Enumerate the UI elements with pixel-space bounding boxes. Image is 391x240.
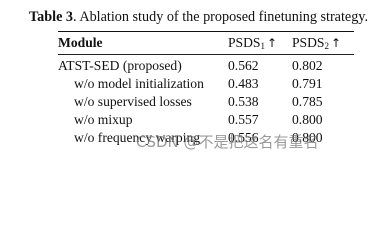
row-psds1: 0.562 <box>228 58 259 73</box>
table-row: w/o mixup 0.557 0.800 <box>58 111 354 129</box>
row-psds2: 0.785 <box>292 94 323 109</box>
row-psds2: 0.800 <box>292 130 323 145</box>
header-psds1-label: PSDS <box>228 35 261 50</box>
header-psds1-sub: 1 <box>260 41 266 51</box>
row-psds1: 0.538 <box>228 94 259 109</box>
up-arrow-icon: ↑ <box>331 36 342 50</box>
row-psds2: 0.791 <box>292 76 323 91</box>
ablation-table: Module PSDS1↑ PSDS2↑ ATST-SED (proposed)… <box>58 31 354 147</box>
table-row: w/o model initialization 0.483 0.791 <box>58 75 354 93</box>
row-psds2: 0.802 <box>292 58 323 73</box>
row-module: w/o model initialization <box>74 76 204 91</box>
row-psds1: 0.556 <box>228 130 259 145</box>
table-mid-rule <box>58 54 354 55</box>
row-psds1: 0.557 <box>228 112 259 127</box>
header-psds1: PSDS1↑ <box>228 32 292 54</box>
row-module: w/o supervised losses <box>74 94 192 109</box>
row-module: ATST-SED (proposed) <box>58 58 182 73</box>
header-module: Module <box>58 35 103 50</box>
row-module: w/o mixup <box>74 112 133 127</box>
row-psds2: 0.800 <box>292 112 323 127</box>
table-row: w/o frequency warping 0.556 0.800 <box>58 129 354 147</box>
caption-text: . Ablation study of the proposed finetun… <box>73 9 369 25</box>
row-psds1: 0.483 <box>228 76 259 91</box>
header-psds2: PSDS2↑ <box>292 32 354 54</box>
header-psds2-sub: 2 <box>324 41 330 51</box>
table-row: w/o supervised losses 0.538 0.785 <box>58 93 354 111</box>
row-module: w/o frequency warping <box>74 130 201 145</box>
table-header-row: Module PSDS1↑ PSDS2↑ <box>58 32 354 54</box>
up-arrow-icon: ↑ <box>267 36 278 50</box>
table-row: ATST-SED (proposed) 0.562 0.802 <box>58 55 354 75</box>
table-top-rule <box>58 31 354 32</box>
table-caption: Table 3. Ablation study of the proposed … <box>29 9 391 25</box>
header-psds2-label: PSDS <box>292 35 325 50</box>
csdn-watermark: CSDN @不是把这名有重名 <box>136 133 319 151</box>
caption-label: Table 3 <box>29 9 74 25</box>
